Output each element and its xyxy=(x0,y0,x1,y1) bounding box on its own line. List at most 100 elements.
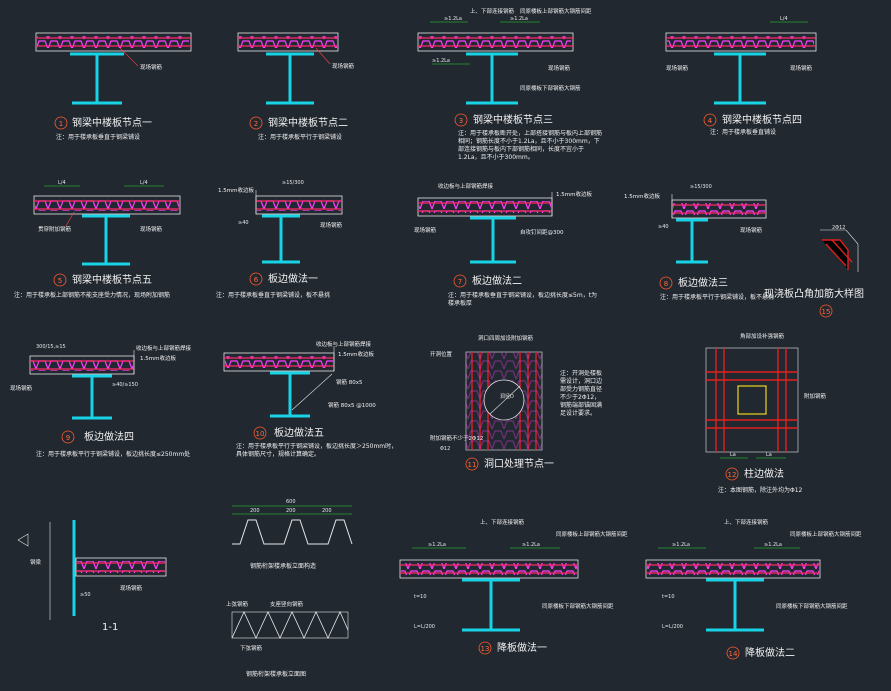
detail-12-dim-left: La xyxy=(730,452,736,458)
detail-6-note: 注：用于楼承板垂直于钢梁铺设，板不悬挑 xyxy=(216,291,330,299)
detail-3-label-bottom: 同原楼板下部钢筋大钢筋 xyxy=(520,84,581,92)
detail-8-label-edge: 1.5mm收边板 xyxy=(624,192,660,200)
detail-15: 2Φ12 现浇板凸角加筋大样图 15 xyxy=(764,225,864,318)
detail-4: L/4 现场钢筋 现场钢筋 4 钢梁中楼板节点四 注：用于楼承板垂直铺设 xyxy=(665,16,817,136)
detail-3-note-box: 注：用于楼承板断开处，上部搭接钢筋与板内上部钢筋相同；钢筋长度不小于1.2La，… xyxy=(458,130,603,161)
detail-1: 现场钢筋 1 钢梁中楼板节点一 注：用于楼承板垂直于钢梁铺设 xyxy=(35,32,192,141)
detail-9-note: 注：用于楼承板平行于钢梁铺设，板边挑长度≤250mm处 xyxy=(36,450,190,458)
detail-13-label-top: 同原楼板上部钢筋大钢筋间距 xyxy=(556,530,628,538)
detail-13-dim-l: L=L/200 xyxy=(414,624,435,630)
detail-13-title: 降板做法一 xyxy=(497,641,547,654)
detail-1-number: 1 xyxy=(59,120,63,128)
detail-3-number: 3 xyxy=(459,117,463,125)
detail-1-label: 现场钢筋 xyxy=(140,63,163,71)
detail-5-label-added: 贯穿附加钢筋 xyxy=(38,225,72,233)
detail-5-title: 钢梁中楼板节点五 xyxy=(72,273,152,286)
detail-5-label-field: 现场钢筋 xyxy=(140,225,163,233)
detail-3-note: 注：用于楼承板断开处，上部搭接钢筋与板内上部钢筋相同；钢筋长度不小于1.2La，… xyxy=(458,130,603,161)
detail-3-label-top: 同原楼板上部钢筋大钢筋间距 xyxy=(520,7,592,15)
detail-14-label-joint: 上、下部连接钢筋 xyxy=(724,518,769,526)
detail-14-dim-l: L=L/200 xyxy=(662,624,683,630)
detail-10-label-edge: 1.5mm收边板 xyxy=(338,350,374,358)
detail-7-label-field: 现场钢筋 xyxy=(414,226,437,234)
detail-6-label-field: 现场钢筋 xyxy=(320,221,343,229)
truss-label-top: 上弦钢筋 xyxy=(226,600,249,608)
detail-truss-section: 600 200 200 200 钢筋桁架楼承板立面构造 xyxy=(232,499,353,570)
detail-13-number: 13 xyxy=(481,645,490,653)
detail-10-label-angle: 钢筋 80x5 xyxy=(336,378,363,386)
detail-10-title: 板边做法五 xyxy=(274,426,324,439)
detail-1-number-circle xyxy=(54,116,68,130)
detail-13-dim-t: t=10 xyxy=(414,594,427,600)
detail-9-dim-side: ≥40/≥150 xyxy=(112,382,138,388)
detail-9-number: 9 xyxy=(66,434,70,442)
truss-label-vertical: 支座竖向钢筋 xyxy=(270,600,304,608)
svg-text:≥1.2La: ≥1.2La xyxy=(432,58,450,64)
detail-14-dim-left: ≥1.2La xyxy=(672,542,690,548)
section-label-beam: 钢梁 xyxy=(30,558,42,566)
detail-3-title: 钢梁中楼板节点三 xyxy=(473,113,553,126)
detail-10: 收边板与上部钢筋焊接 1.5mm收边板 钢筋 80x5 钢筋 80x5 @100… xyxy=(223,340,398,458)
detail-10-note: 注：用于楼承板平行于钢梁铺设，板边挑长度＞250mm时，具体钢筋尺寸，规格计算确… xyxy=(236,443,398,458)
detail-11-label-added: 附加钢筋不少于2Φ12 xyxy=(430,434,483,442)
detail-3: ≥1.2La ≥1.2La 上、下部连接钢筋 同原楼板上部钢筋大钢筋间距 ≥1.… xyxy=(417,7,603,161)
detail-15-title: 现浇板凸角加筋大样图 xyxy=(764,287,864,300)
detail-4-title: 钢梁中楼板节点四 xyxy=(722,113,802,126)
detail-7-label-edge: 1.5mm收边板 xyxy=(556,190,592,198)
detail-5-note: 注：用于楼承板上部钢筋不能支座受力情况，现场附加钢筋 xyxy=(14,291,170,299)
detail-8-title: 板边做法三 xyxy=(678,276,728,289)
truss-section-title: 钢筋桁架楼承板立面构造 xyxy=(250,562,316,570)
detail-10-number: 10 xyxy=(256,430,265,438)
detail-3-label-field: 现场钢筋 xyxy=(548,64,571,72)
detail-2: 现场钢筋 2 钢梁中楼板节点二 注：用于楼承板平行于钢梁铺设 xyxy=(237,32,355,141)
detail-13-label-joint: 上、下部连接钢筋 xyxy=(480,518,525,526)
detail-7-number: 7 xyxy=(458,278,462,286)
detail-14-title: 降板做法二 xyxy=(745,646,795,659)
column-section xyxy=(737,385,767,415)
detail-4-label-left: 现场钢筋 xyxy=(666,64,689,72)
detail-11-label-top: 洞口四周加设附加钢筋 xyxy=(478,334,534,342)
section-title: 1-1 xyxy=(102,622,118,633)
detail-4-dim: L/4 xyxy=(780,16,788,22)
detail-12-label-added: 附加钢筋 xyxy=(804,392,827,400)
detail-2-label: 现场钢筋 xyxy=(332,62,355,70)
detail-8-dim-top: ≥15/300 xyxy=(690,184,712,190)
detail-14-label-bottom: 同原楼板下部钢筋大钢筋间距 xyxy=(776,602,848,610)
detail-7-label-screw: 自攻钉间距@300 xyxy=(520,228,564,236)
truss-dim-2: 200 xyxy=(286,508,296,514)
detail-9-title: 板边做法四 xyxy=(84,430,134,443)
detail-5-number: 5 xyxy=(58,277,62,285)
detail-5-dim-left: L/4 xyxy=(58,180,66,186)
detail-6-title: 板边做法一 xyxy=(268,272,318,285)
detail-11-label-diameter: 洞径D xyxy=(500,393,514,400)
truss-label-bottom: 下弦钢筋 xyxy=(240,644,263,652)
detail-2-title: 钢梁中楼板节点二 xyxy=(268,116,348,129)
detail-4-note: 注：用于楼承板垂直铺设 xyxy=(710,128,776,136)
section-dim: ≥50 xyxy=(80,592,91,598)
detail-14-number: 14 xyxy=(729,650,738,658)
truss-deck xyxy=(37,36,189,48)
detail-10-label-brace: 钢筋 80x5 @1000 xyxy=(328,401,376,409)
detail-12-dim-right: La xyxy=(766,452,772,458)
detail-5-dim-right: L/4 xyxy=(140,180,148,186)
detail-9-label-edge: 1.5mm收边板 xyxy=(140,354,176,362)
detail-14-dim-right: ≥1.2La xyxy=(764,542,782,548)
detail-11-title: 洞口处理节点一 xyxy=(484,458,554,470)
detail-14-dim-t: t=10 xyxy=(662,594,675,600)
detail-2-note: 注：用于楼承板平行于钢梁铺设 xyxy=(258,133,342,141)
detail-3-dim-right: ≥1.2La xyxy=(510,16,528,22)
detail-9-label-weld: 收边板与上部钢筋焊接 xyxy=(136,344,192,352)
detail-8-number: 8 xyxy=(664,280,668,288)
detail-6: 1.5mm收边板 ≥15/300 ≥40 现场钢筋 6 板边做法一 注：用于楼承… xyxy=(216,180,343,299)
detail-15-number: 15 xyxy=(822,308,831,316)
detail-7-title: 板边做法二 xyxy=(472,274,522,287)
detail-8: 1.5mm收边板 ≥15/300 ≥40 现场钢筋 8 板边做法三 注：用于楼承… xyxy=(624,184,774,301)
detail-6-dim-top: ≥15/300 xyxy=(282,180,304,186)
detail-11-dim: Φ12 xyxy=(440,446,450,452)
detail-12-title: 柱边做法 xyxy=(744,467,784,480)
detail-6-dim-side: ≥40 xyxy=(238,220,249,226)
detail-7-label-weld: 收边板与上部钢筋焊接 xyxy=(438,182,494,190)
detail-13: 上、下部连接钢筋 同原楼板上部钢筋大钢筋间距 ≥1.2La ≥1.2La t=1… xyxy=(399,518,628,655)
detail-truss-elevation: 上弦钢筋 支座竖向钢筋 下弦钢筋 钢筋桁架楼承板立面图 xyxy=(226,600,349,678)
